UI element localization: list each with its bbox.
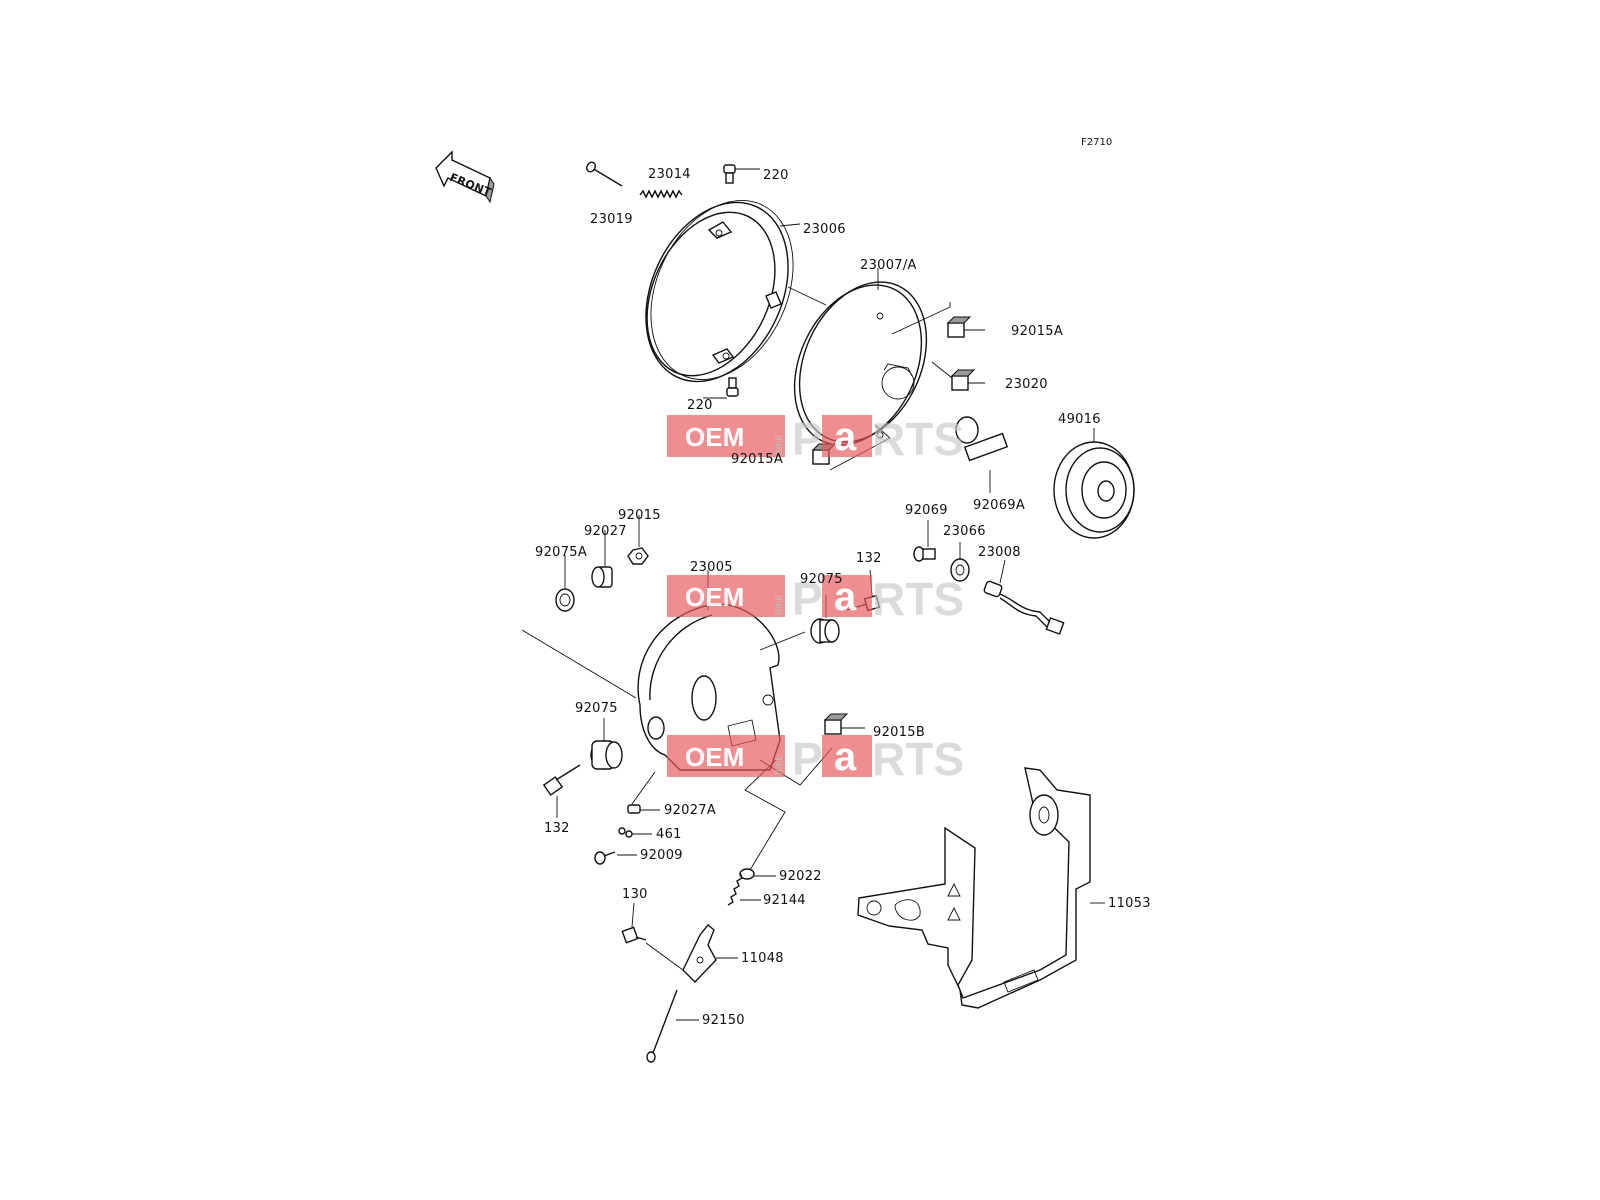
part-collar-92027 xyxy=(591,530,613,588)
label-23007A: 23007/A xyxy=(860,258,917,273)
label-92015B: 92015B xyxy=(873,725,925,740)
watermark-bike: BIKE xyxy=(774,434,784,455)
part-rim-23006 xyxy=(645,200,801,383)
part-bolt-132-left xyxy=(542,764,581,818)
part-nut-23020 xyxy=(931,361,985,391)
label-92022: 92022 xyxy=(779,869,822,884)
part-spring-23014 xyxy=(639,189,683,199)
watermark-p: P xyxy=(792,413,823,465)
label-92075-left: 92075 xyxy=(575,701,618,716)
part-nut-92015B xyxy=(759,713,865,786)
watermark-oem: OEM xyxy=(685,582,744,612)
label-92150: 92150 xyxy=(702,1013,745,1028)
watermark-rts: RTS xyxy=(872,573,964,625)
label-23008: 23008 xyxy=(978,545,1021,560)
part-grommet-92075-right xyxy=(810,595,840,644)
watermark-p: P xyxy=(792,733,823,785)
label-92075A: 92075A xyxy=(535,545,587,560)
label-23019: 23019 xyxy=(590,212,633,227)
label-23006: 23006 xyxy=(803,222,846,237)
part-grommet-23066 xyxy=(950,542,970,582)
label-92069A: 92069A xyxy=(973,498,1025,513)
part-housing-23005 xyxy=(637,570,806,771)
part-bracket-11053 xyxy=(857,767,1105,1009)
part-screw-92009 xyxy=(594,851,637,865)
part-bulb-92069 xyxy=(913,520,936,562)
label-92144: 92144 xyxy=(763,893,806,908)
part-bulb-92069A xyxy=(955,416,1009,493)
label-220-bottom: 220 xyxy=(687,398,713,413)
label-92015A-top: 92015A xyxy=(1011,324,1063,339)
part-screw-220-top xyxy=(723,164,760,184)
watermark-p: P xyxy=(792,573,823,625)
label-23020: 23020 xyxy=(1005,377,1048,392)
watermark-oem: OEM xyxy=(685,422,744,452)
watermark-2: OEM BIKE P a RTS xyxy=(667,573,964,625)
part-spring-92144 xyxy=(727,872,761,906)
part-nut-92015 xyxy=(627,515,649,565)
part-grommet-92075A xyxy=(521,555,637,699)
part-washer-92022 xyxy=(739,759,786,880)
part-screw-23019 xyxy=(586,161,623,187)
label-461: 461 xyxy=(656,827,682,842)
part-grommet-92075-left xyxy=(590,718,623,770)
watermark-bike: BIKE xyxy=(774,594,784,615)
watermark-bike: BIKE xyxy=(774,754,784,775)
watermark-1: OEM BIKE P a RTS xyxy=(667,413,964,465)
label-132-right: 132 xyxy=(856,551,882,566)
watermark-3: OEM BIKE P a RTS xyxy=(667,733,964,785)
part-screw-92150 xyxy=(646,989,699,1063)
watermark-rts: RTS xyxy=(872,413,964,465)
part-bolt-130 xyxy=(621,902,684,971)
label-132-left: 132 xyxy=(544,821,570,836)
front-arrow-icon: FRONT xyxy=(435,150,495,204)
part-screw-220-bottom xyxy=(703,377,739,399)
label-92027A: 92027A xyxy=(664,803,716,818)
label-23005: 23005 xyxy=(690,560,733,575)
label-23066: 23066 xyxy=(943,524,986,539)
watermark-a: a xyxy=(834,415,857,459)
part-bracket-11048 xyxy=(682,924,738,984)
watermark-rts: RTS xyxy=(872,733,964,785)
label-130: 130 xyxy=(622,887,648,902)
part-socket-23008 xyxy=(983,559,1065,635)
watermark-a: a xyxy=(834,575,857,619)
part-nut-92015A-top xyxy=(891,302,985,338)
label-92015: 92015 xyxy=(618,508,661,523)
label-11048: 11048 xyxy=(741,951,784,966)
watermark-oem: OEM xyxy=(685,742,744,772)
part-cap-49016 xyxy=(1053,428,1135,539)
watermark-a: a xyxy=(834,735,857,779)
label-92009: 92009 xyxy=(640,848,683,863)
label-220-top: 220 xyxy=(763,168,789,183)
label-23014: 23014 xyxy=(648,167,691,182)
figure-code: F2710 xyxy=(1081,137,1112,148)
part-bushing-92027A xyxy=(627,771,660,814)
label-11053: 11053 xyxy=(1108,896,1151,911)
part-pin-461 xyxy=(618,827,652,838)
label-92069: 92069 xyxy=(905,503,948,518)
label-92015A-bottom: 92015A xyxy=(731,452,783,467)
label-49016: 49016 xyxy=(1058,412,1101,427)
label-92027: 92027 xyxy=(584,524,627,539)
label-92075-right: 92075 xyxy=(800,572,843,587)
